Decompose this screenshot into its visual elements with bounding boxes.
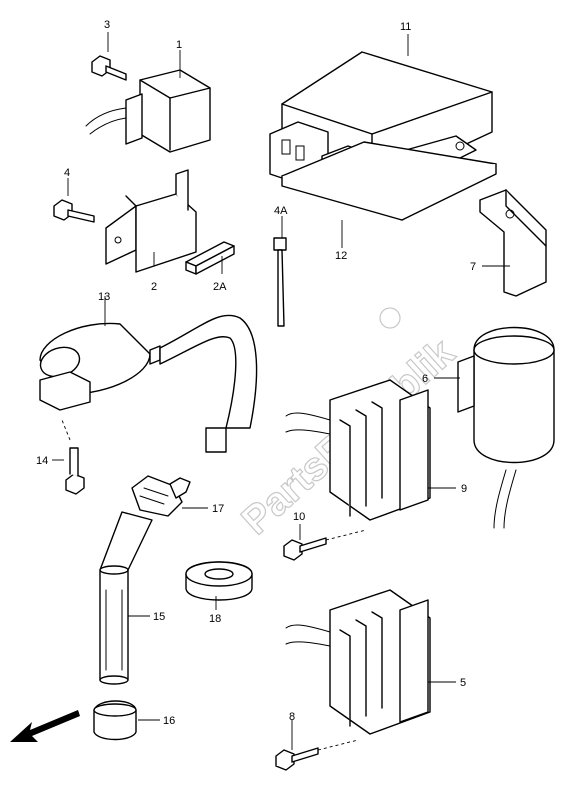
part-9-regulator — [285, 379, 431, 521]
callout-8: 8 — [289, 711, 295, 723]
callout-5: 5 — [460, 677, 466, 689]
part-6-condenser — [457, 326, 555, 529]
arrow-down-left-icon — [10, 710, 80, 742]
leader-lines — [52, 32, 510, 750]
part-7-bracket — [479, 189, 547, 297]
callout-labels: 1 2 2A 3 4 4A 5 6 7 8 9 10 11 12 13 14 1… — [36, 19, 476, 727]
part-10-bolt — [283, 529, 367, 561]
callout-4A: 4A — [274, 205, 288, 217]
part-4-bolt — [53, 199, 95, 223]
callout-1: 1 — [176, 39, 182, 51]
callout-15: 15 — [153, 611, 165, 623]
part-12-pad — [281, 141, 497, 221]
callout-11: 11 — [400, 21, 411, 33]
part-18-grommet — [185, 561, 253, 601]
callout-14: 14 — [36, 455, 48, 467]
callout-12: 12 — [335, 250, 347, 262]
callout-18: 18 — [209, 613, 221, 625]
part-16-cover — [93, 700, 137, 741]
part-1-relay — [85, 69, 211, 153]
part-14-bolt — [61, 419, 85, 495]
part-3-bolt — [91, 55, 127, 81]
callout-9: 9 — [461, 483, 467, 495]
part-17-joint — [131, 475, 191, 517]
part-13-ignition-coil — [39, 314, 258, 453]
part-2A-pad — [185, 241, 235, 275]
callout-6: 6 — [422, 373, 428, 385]
part-15-plug-cap — [99, 511, 153, 685]
watermark-gear-icon — [379, 307, 401, 329]
callout-2A: 2A — [213, 281, 227, 293]
callout-2: 2 — [151, 281, 157, 293]
callout-7: 7 — [470, 261, 476, 273]
callout-13: 13 — [98, 291, 110, 303]
callout-4: 4 — [64, 167, 70, 179]
part-8-bolt — [275, 739, 359, 771]
callout-16: 16 — [163, 715, 175, 727]
part-4A-cable-tie — [273, 237, 287, 327]
callout-17: 17 — [212, 503, 224, 515]
part-5-regulator — [285, 589, 431, 735]
callout-3: 3 — [104, 19, 110, 31]
part-2-bracket — [105, 169, 197, 273]
callout-10: 10 — [293, 511, 305, 523]
